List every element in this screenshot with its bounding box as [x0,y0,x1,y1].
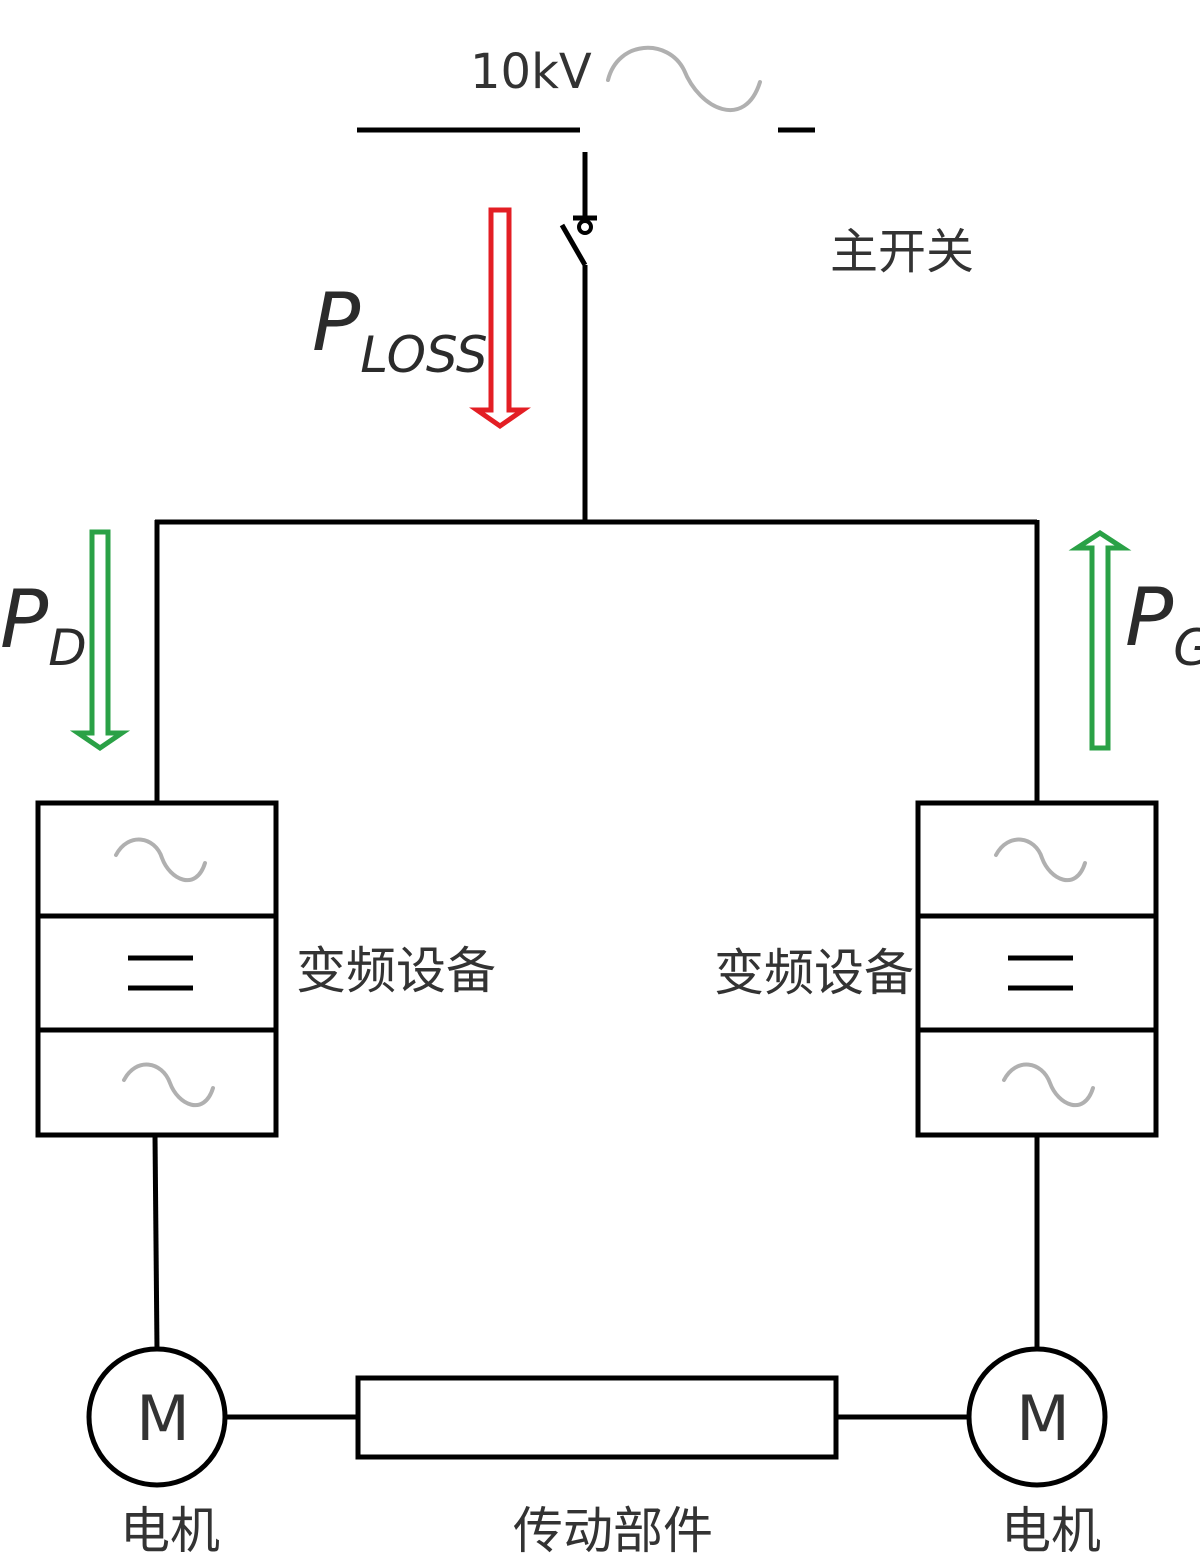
supply-bus [357,45,815,133]
left-motor-symbol: M [136,1382,190,1455]
arrow-up-icon-gen [1068,530,1132,751]
switch-icon [559,152,597,522]
power-loss-subscript: LOSS [360,326,487,384]
dc-equals-icon-right [1008,955,1073,991]
right-motor-symbol: M [1016,1382,1070,1455]
left-converter [35,800,279,1138]
power-loss-label: PLOSS [312,276,488,384]
arrow-down-icon-drive [69,529,131,752]
left-converter-label: 变频设备 [296,942,496,1000]
power-loss-symbol: P [312,276,361,369]
power-drive-subscript: D [48,619,87,677]
arrow-down-icon-loss [469,207,531,430]
dc-equals-icon-left [128,955,193,991]
power-gen-subscript: G [1173,619,1200,677]
transmission-shaft [355,1375,839,1460]
supply-voltage-label: 10kV [470,44,592,100]
power-drive-symbol: P [0,573,49,666]
left-motor: M [86,1346,228,1488]
power-gen-label: PG [1125,571,1200,677]
power-drive-label: PD [0,573,87,677]
right-motor: M [966,1346,1108,1488]
distribution-bus [154,519,1040,805]
right-converter [915,800,1159,1138]
right-motor-label: 电机 [1001,1502,1101,1555]
ac-sine-icon-right-bottom [1002,1062,1095,1108]
power-gen-symbol: P [1125,571,1174,664]
ac-sine-icon-right-top [994,837,1087,883]
right-converter-label: 变频设备 [714,944,914,1002]
ac-sine-icon-left-top [114,837,207,883]
left-motor-label: 电机 [120,1502,220,1555]
ac-sine-icon-left-bottom [122,1062,215,1108]
transmission-label: 传动部件 [513,1502,713,1555]
main-switch-label: 主开关 [830,224,974,280]
ac-source-sine-icon [606,45,762,113]
